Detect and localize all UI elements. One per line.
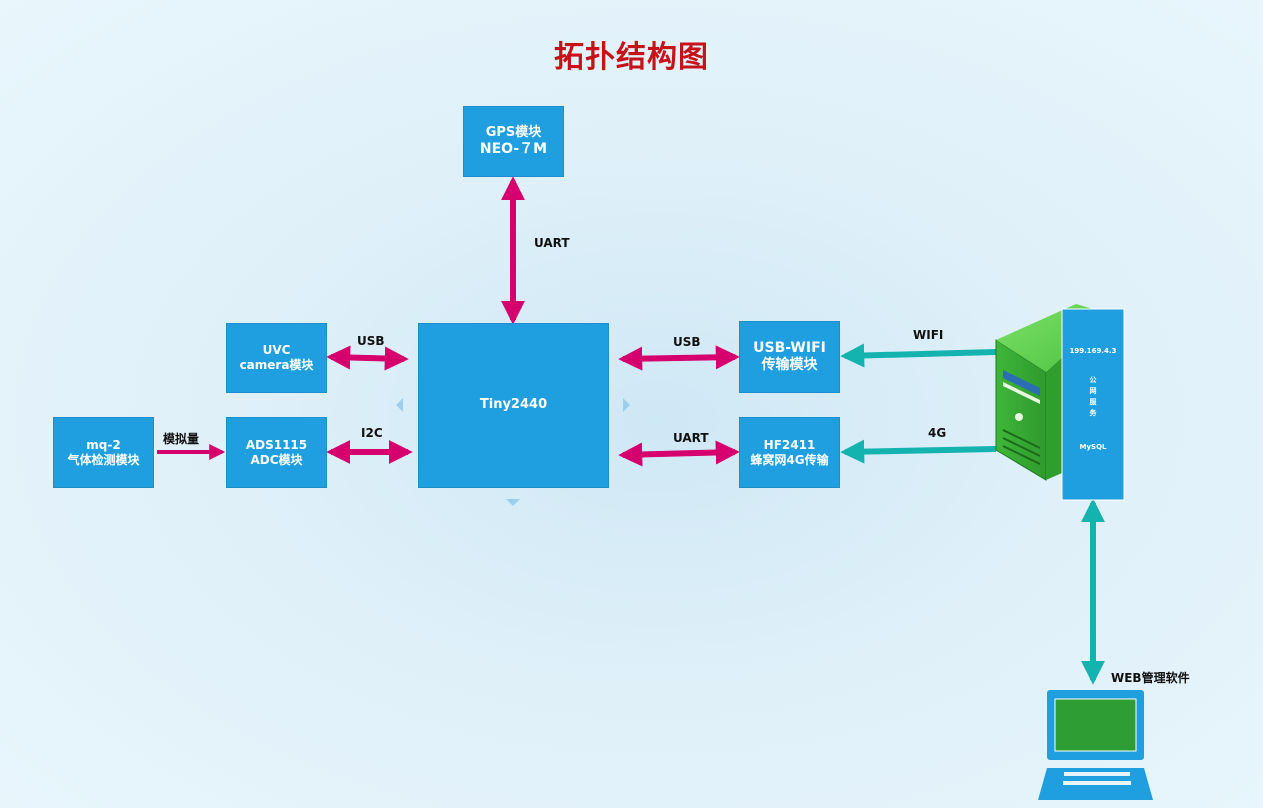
edge-label-tiny-hf: UART [673, 431, 709, 445]
diagram-title: 拓扑结构图 [554, 40, 709, 75]
node-hf-line2: 蜂窝网4G传输 [750, 452, 829, 467]
node-uvc-line1: UVC [262, 343, 291, 357]
node-uvc-camera: UVC camera模块 [226, 323, 327, 393]
server-front-panel [1061, 308, 1125, 501]
node-gps: GPS模块 NEO-７M [463, 106, 564, 177]
arrow-server-usbwifi [840, 343, 997, 368]
server-service-char: 服 [1089, 398, 1097, 406]
node-hf2411: HF2411 蜂窝网4G传输 [739, 417, 840, 488]
node-uvc-line2: camera模块 [239, 358, 314, 372]
node-usb-wifi: USB-WIFI 传输模块 [739, 321, 840, 393]
node-mq2-line2: 气体检测模块 [67, 452, 140, 467]
arrow-tiny-hf [618, 440, 740, 467]
edge-label-mq2-ads: 模拟量 [163, 432, 200, 446]
node-mq2-line1: mq-2 [86, 437, 121, 452]
edge-label-tiny-usbwifi: USB [673, 335, 701, 349]
node-tiny-label: Tiny2440 [479, 397, 548, 413]
arrow-uvc-tiny [326, 345, 409, 371]
edge-label-uvc-tiny: USB [357, 334, 385, 348]
laptop-icon [1038, 690, 1153, 800]
node-ads1115: ADS1115 ADC模块 [226, 417, 327, 488]
node-mq2-sensor: mq-2 气体检测模块 [53, 417, 154, 488]
edge-label-ads-tiny: I2C [361, 426, 383, 440]
node-usbwifi-line2: 传输模块 [761, 357, 818, 373]
node-hf-line1: HF2411 [763, 437, 816, 452]
node-usbwifi-line1: USB-WIFI [753, 339, 826, 356]
server-service-label: 公 网 服 务 [1062, 375, 1124, 419]
server-db: MySQL [1079, 443, 1107, 451]
node-ads-line1: ADS1115 [245, 437, 308, 452]
edge-label-4g: 4G [928, 426, 947, 440]
edge-label-gps-tiny: UART [534, 236, 570, 250]
server-ip: 199.169.4.3 [1069, 347, 1117, 355]
node-tiny2440: Tiny2440 [418, 323, 609, 488]
server-service-char: 公 [1089, 376, 1097, 384]
edge-label-wifi: WIFI [913, 328, 944, 342]
arrow-server-hf [840, 439, 997, 464]
server-service-char: 网 [1089, 387, 1097, 395]
server-service-char: 务 [1089, 409, 1097, 417]
web-client-label: WEB管理软件 [1111, 671, 1190, 685]
node-gps-line2: NEO-７M [479, 140, 548, 157]
node-ads-line2: ADC模块 [250, 452, 303, 467]
arrow-tiny-usbwifi [618, 345, 740, 371]
node-gps-line1: GPS模块 [485, 124, 542, 140]
server-icon [995, 304, 1125, 501]
wired-links [157, 176, 740, 467]
wireless-links [840, 343, 1105, 685]
